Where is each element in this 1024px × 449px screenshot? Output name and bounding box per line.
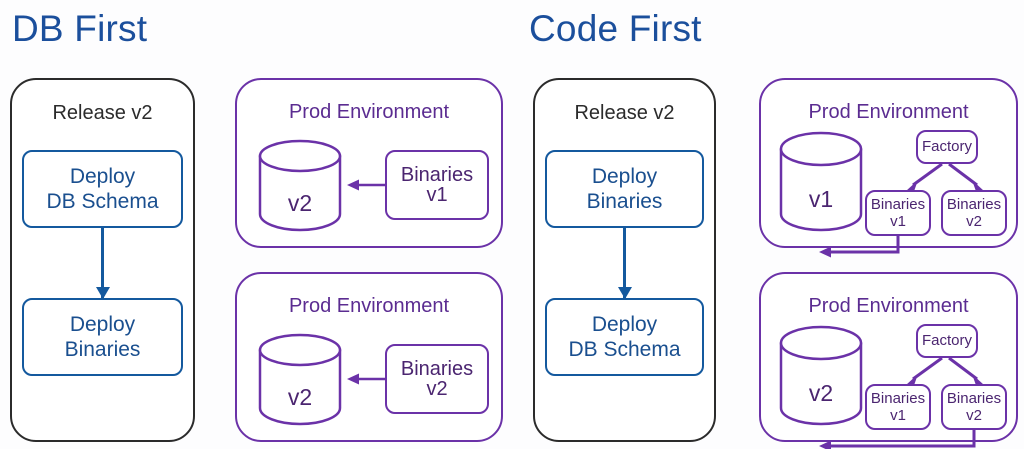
- binaries-label-line1: Binaries: [946, 390, 1002, 407]
- release-panel-title: Release v2: [574, 102, 675, 124]
- release-panel-title: Release v2: [52, 102, 153, 124]
- binaries-box-v2[interactable]: Binaries v2: [941, 190, 1007, 236]
- binaries-box[interactable]: Binaries v2: [385, 344, 489, 414]
- database-cylinder-icon: v2: [257, 333, 343, 426]
- step-box-deploy-binaries[interactable]: Deploy Binaries: [545, 150, 704, 228]
- binaries-label-line1: Binaries: [870, 390, 926, 407]
- binaries-label-line1: Binaries: [870, 196, 926, 213]
- factory-label: Factory: [921, 138, 972, 155]
- binaries-box[interactable]: Binaries v1: [385, 150, 489, 220]
- prod-environment-panel-3: Prod Environment v1 Factory Binaries: [759, 78, 1018, 258]
- prod-environment-title: Prod Environment: [808, 295, 969, 317]
- prod-environment-panel-4: Prod Environment v2 Factory Binaries v1: [759, 272, 1018, 449]
- factory-label: Factory: [921, 332, 972, 349]
- binaries-label-line2: v2: [966, 213, 982, 230]
- factory-box[interactable]: Factory: [916, 324, 978, 358]
- binaries-box-v1[interactable]: Binaries v1: [865, 190, 931, 236]
- binaries-label-line2: v1: [890, 213, 906, 230]
- binaries-box-v2[interactable]: Binaries v2: [941, 384, 1007, 430]
- section-title-db-first: DB First: [12, 8, 148, 49]
- step-label-line1: Deploy: [69, 165, 136, 188]
- step-box-deploy-binaries[interactable]: Deploy Binaries: [22, 298, 183, 376]
- database-cylinder-icon: v2: [257, 139, 343, 232]
- prod-environment-panel-1: Prod Environment v2 Binaries v1: [235, 78, 503, 248]
- step-box-deploy-db-schema[interactable]: Deploy DB Schema: [545, 298, 704, 376]
- database-cylinder-icon: v1: [778, 131, 864, 232]
- database-cylinder-icon: v2: [778, 325, 864, 426]
- step-label-line2: DB Schema: [46, 190, 159, 213]
- prod-environment-panel-2: Prod Environment v2 Binaries v2: [235, 272, 503, 442]
- binaries-box-v1[interactable]: Binaries v1: [865, 384, 931, 430]
- binaries-label-line1: Binaries: [400, 358, 474, 380]
- binaries-label-line2: v2: [426, 378, 448, 400]
- binaries-label-line2: v2: [966, 407, 982, 424]
- binaries-label-line1: Binaries: [400, 164, 474, 186]
- binaries-label-line2: v1: [426, 184, 448, 206]
- flow-arrow-down-code-first: [623, 228, 626, 298]
- binaries-label-line2: v1: [890, 407, 906, 424]
- step-label-line2: Binaries: [586, 190, 663, 213]
- step-label-line1: Deploy: [591, 165, 658, 188]
- step-label-line2: DB Schema: [568, 338, 681, 361]
- flow-arrow-down-db-first: [101, 228, 104, 298]
- prod-environment-title: Prod Environment: [808, 101, 969, 123]
- prod-environment-title: Prod Environment: [288, 295, 450, 317]
- section-title-code-first: Code First: [529, 8, 702, 49]
- prod-environment-title: Prod Environment: [288, 101, 450, 123]
- step-label-line1: Deploy: [69, 313, 136, 336]
- release-panel-db-first: Release v2: [10, 78, 195, 442]
- binaries-label-line1: Binaries: [946, 196, 1002, 213]
- factory-box[interactable]: Factory: [916, 130, 978, 164]
- step-box-deploy-db-schema[interactable]: Deploy DB Schema: [22, 150, 183, 228]
- step-label-line1: Deploy: [591, 313, 658, 336]
- step-label-line2: Binaries: [64, 338, 141, 361]
